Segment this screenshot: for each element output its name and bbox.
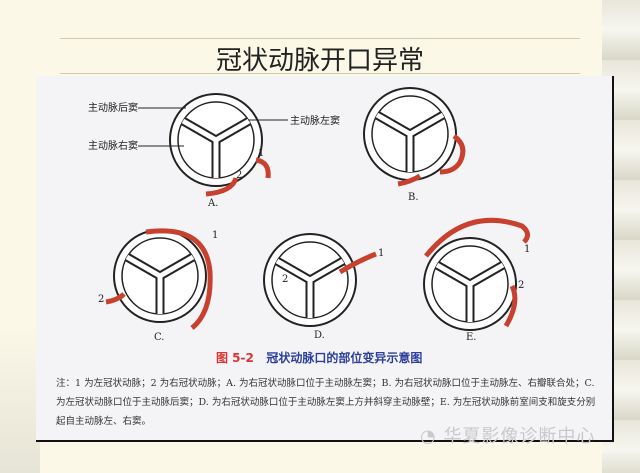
vessel-number: 2: [282, 274, 288, 285]
vessel-number: 1: [258, 148, 264, 159]
vessel-number: 1: [212, 230, 218, 241]
figure-note: 注：1 为左冠状动脉；2 为右冠状动脉；A. 为右冠状动脉口位于主动脉左窦；B.…: [56, 378, 596, 427]
panel-label: C.: [154, 332, 164, 343]
valve-e: 1 2 E.: [424, 217, 530, 343]
slide-title: 冠状动脉开口异常: [215, 46, 424, 76]
valve-diagrams: 主动脉后窦 主动脉右窦 主动脉左窦 1 2 A. B. 1 2 C. 1 2 D…: [88, 76, 530, 343]
watermark: ◔ 华夏影像诊断中心: [420, 426, 596, 447]
panel-label: D.: [314, 330, 325, 341]
figure-caption: 图 5-2 冠状动脉口的部位变异示意图: [216, 349, 422, 366]
vessel-number: 1: [524, 244, 530, 255]
top-rule: [60, 38, 580, 39]
panel-label: A.: [207, 198, 218, 209]
vessel-number: 2: [98, 294, 104, 305]
label-right-sinus: 主动脉右窦: [88, 139, 138, 152]
watermark-text: 华夏影像诊断中心: [443, 426, 596, 447]
figure-panel: 主动脉后窦 主动脉右窦 主动脉左窦 1 2 A. B. 1 2 C. 1 2 D…: [36, 76, 614, 442]
valve-c: 1 2 C.: [98, 230, 218, 343]
caption-text: 冠状动脉口的部位变异示意图: [266, 351, 423, 365]
vessel-number: 1: [378, 248, 384, 259]
figure-number: 图 5-2: [216, 351, 254, 365]
valve-a: 主动脉后窦 主动脉右窦 主动脉左窦 1 2 A.: [88, 94, 340, 209]
title-rule: [60, 73, 580, 74]
vessel-number: 2: [518, 280, 524, 291]
panel-label: B.: [408, 192, 419, 203]
floral-border-left: [0, 323, 40, 473]
label-posterior-sinus: 主动脉后窦: [88, 101, 138, 114]
valve-b: B.: [364, 88, 466, 203]
vessel-number: 2: [236, 170, 242, 181]
panel-label: E.: [466, 332, 476, 343]
valve-d: 1 2 D.: [264, 234, 384, 341]
label-left-sinus: 主动脉左窦: [290, 114, 340, 127]
